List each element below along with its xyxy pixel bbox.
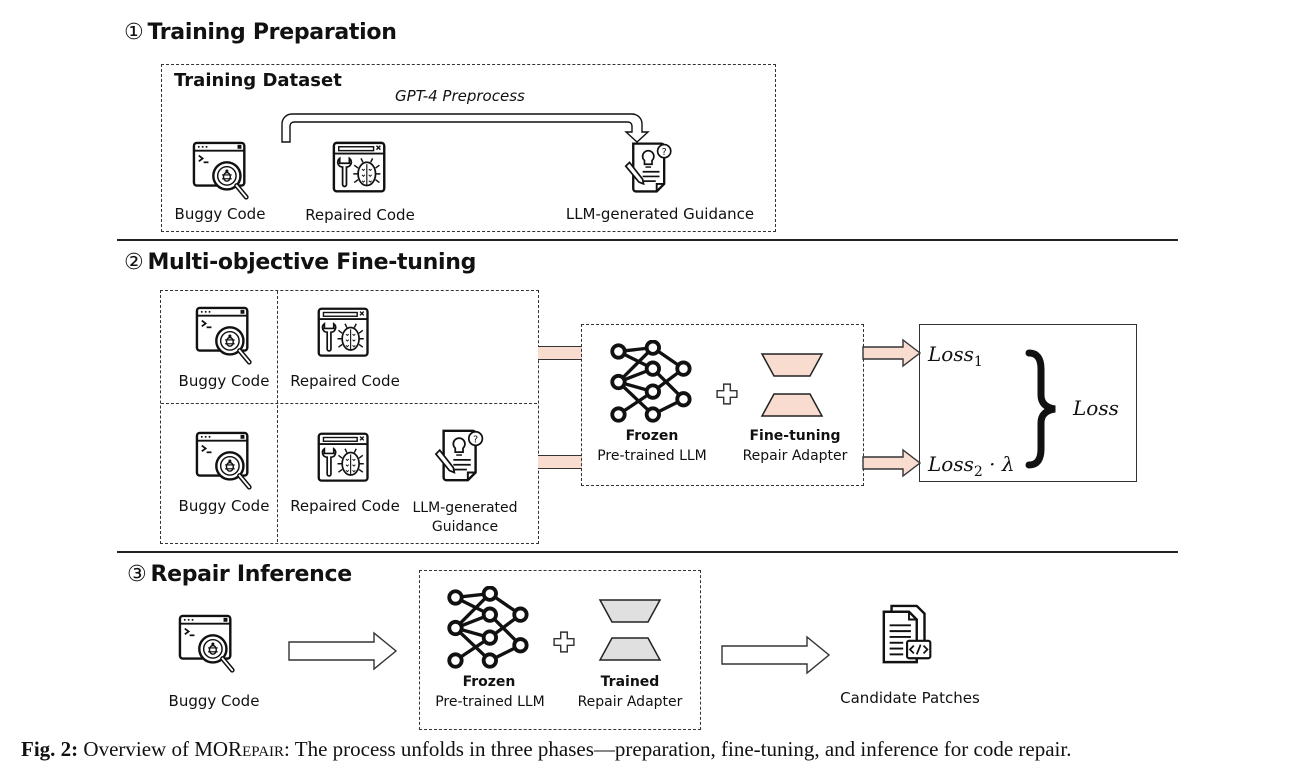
frozen-label: Frozen: [462, 674, 516, 690]
repaired-code-label: Repaired Code: [290, 497, 400, 515]
input-connector-2: [538, 455, 582, 469]
repair-adapter-label: Repair Adapter: [742, 448, 848, 464]
inference-input-arrow: [288, 631, 398, 671]
loss1-arrow: [862, 338, 922, 368]
lambda-factor: · λ: [982, 452, 1015, 476]
buggy-code-label: Buggy Code: [174, 205, 266, 223]
grid-horizontal-divider: [161, 403, 537, 404]
loss-box: [919, 324, 1137, 482]
buggy-code-label: Buggy Code: [178, 372, 270, 390]
loss2-arrow: [862, 448, 922, 478]
llm-guidance-label: LLM-generated Guidance: [405, 499, 525, 537]
loss2-subscript: 2: [973, 464, 983, 480]
repair-adapter-label: Repair Adapter: [577, 694, 683, 710]
repaired-code-icon: [315, 305, 375, 365]
fine-tuning-label: Fine-tuning: [749, 428, 841, 444]
buggy-code-icon: [178, 614, 240, 676]
caption-text-post: : The process unfolds in three phases—pr…: [284, 737, 1072, 761]
trained-adapter-icon: [598, 599, 662, 661]
candidate-patches-icon: [878, 604, 940, 666]
training-dataset-box: [161, 64, 776, 232]
llm-guidance-icon: [432, 425, 494, 487]
llm-guidance-label: LLM-generated Guidance: [565, 205, 755, 223]
loss1-term: Loss1: [928, 342, 983, 370]
section-divider: [117, 239, 1178, 241]
inference-output-arrow: [721, 635, 831, 675]
neural-network-icon: [444, 586, 530, 672]
fine-tuning-adapter-icon: [760, 353, 824, 417]
loss1-text: Loss: [928, 342, 974, 366]
repaired-code-icon: [330, 139, 392, 201]
repaired-code-label: Repaired Code: [290, 372, 400, 390]
llm-guidance-label-line2: Guidance: [431, 519, 499, 535]
buggy-code-label: Buggy Code: [178, 497, 270, 515]
frozen-label: Frozen: [625, 428, 679, 444]
total-loss: Loss: [1073, 396, 1119, 420]
buggy-code-label: Buggy Code: [168, 692, 260, 710]
repaired-code-label: Repaired Code: [305, 206, 415, 224]
buggy-code-icon: [192, 141, 254, 203]
finetune-inputs-box: [160, 290, 539, 544]
llm-guidance-label-line1: LLM-generated: [412, 500, 518, 516]
gpt4-preprocess-arrow: [281, 113, 650, 143]
section-divider: [117, 551, 1178, 553]
training-dataset-title: Training Dataset: [174, 70, 342, 91]
caption-text-pre: Overview of: [78, 737, 195, 761]
caption-system-name-prefix: MOR: [194, 737, 243, 761]
plus-icon: [553, 631, 575, 653]
gpt4-preprocess-label: GPT-4 Preprocess: [395, 87, 525, 105]
grid-vertical-divider: [277, 291, 278, 542]
loss2-text: Loss: [928, 452, 974, 476]
section-number: ①: [124, 20, 144, 45]
plus-icon: [716, 383, 738, 405]
figure-caption: Fig. 2: Overview of MORepair: The proces…: [21, 737, 1071, 762]
input-connector-1: [538, 346, 582, 360]
section-title-text: Multi-objective Fine-tuning: [147, 250, 477, 275]
section-title-text: Training Preparation: [147, 20, 397, 45]
repaired-code-icon: [315, 430, 375, 490]
section-title-text: Repair Inference: [150, 562, 352, 587]
figure-number: Fig. 2:: [21, 737, 79, 761]
caption-system-name-rest: epair: [242, 737, 285, 761]
curly-brace: [1025, 349, 1056, 469]
section-number: ②: [124, 250, 144, 275]
candidate-patches-label: Candidate Patches: [840, 689, 980, 707]
pretrained-llm-label: Pre-trained LLM: [597, 448, 707, 464]
inference-model-box: [419, 570, 701, 730]
finetune-model-box: [581, 324, 864, 486]
llm-guidance-icon: [622, 138, 682, 198]
loss1-subscript: 1: [973, 354, 983, 370]
pretrained-llm-label: Pre-trained LLM: [435, 694, 545, 710]
section-number: ③: [127, 562, 147, 587]
trained-label: Trained: [600, 674, 660, 690]
loss2-term: Loss2 · λ: [928, 452, 1015, 480]
neural-network-icon: [607, 340, 693, 426]
buggy-code-icon: [195, 306, 257, 368]
buggy-code-icon: [195, 431, 257, 493]
